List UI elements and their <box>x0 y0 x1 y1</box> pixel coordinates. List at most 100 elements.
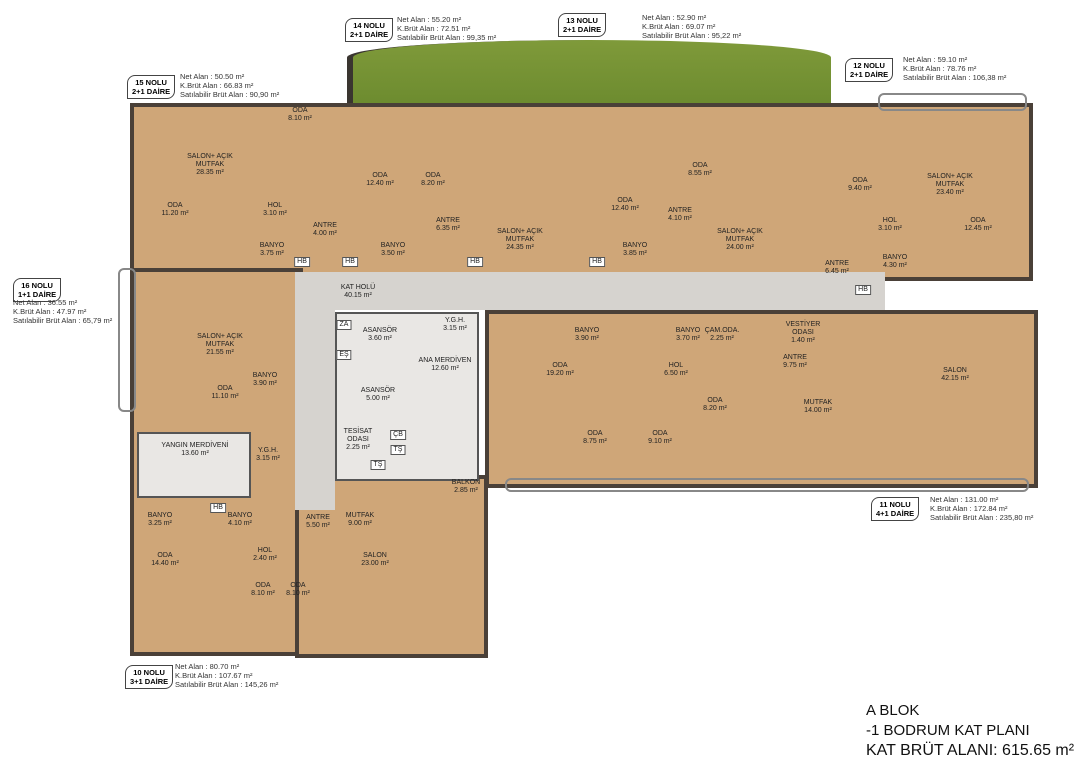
area-kbrut: K.Brüt Alan : 69.07 m² <box>642 22 716 31</box>
room-label: TESİSAT ODASI 2.25 m² <box>343 428 373 451</box>
room-label: KAT HOLÜ 40.15 m² <box>340 284 376 299</box>
room-label: BANYO 3.75 m² <box>259 242 285 257</box>
room-label: BANYO 3.50 m² <box>380 242 406 257</box>
room-label: HOL 6.50 m² <box>664 362 688 377</box>
east-wing <box>485 310 1038 488</box>
fixture-tag: EŞ <box>336 350 352 360</box>
room-label: ANTRE 5.50 m² <box>306 514 330 529</box>
area-sat: Satılabilir Brüt Alan : 106,38 m² <box>903 73 1007 82</box>
area-sat: Satılabilir Brüt Alan : 145,26 m² <box>175 680 279 689</box>
area-kbrut: K.Brüt Alan : 78.76 m² <box>903 64 977 73</box>
area-net: Net Alan : 59.10 m² <box>903 55 968 64</box>
room-label: HOL 3.10 m² <box>878 217 902 232</box>
room-label: ANA MERDİVEN 12.60 m² <box>418 357 472 372</box>
room-label: ODA 8.55 m² <box>688 162 712 177</box>
area-kbrut: K.Brüt Alan : 72.51 m² <box>397 24 471 33</box>
floor-gross-area: KAT BRÜT ALANI: 615.65 m² <box>866 742 1075 759</box>
room-label: ODA 12.45 m² <box>964 217 992 232</box>
area-kbrut: K.Brüt Alan : 107.67 m² <box>175 671 253 680</box>
room-label: ODA 8.10 m² <box>286 582 310 597</box>
area-net: Net Alan : 55.20 m² <box>397 15 462 24</box>
fixture-tag: ÇB <box>390 430 406 440</box>
corridor <box>295 272 885 310</box>
core-stair-elevator <box>335 312 479 481</box>
room-label: BANYO 3.90 m² <box>574 327 600 342</box>
fixture-tag: HB <box>589 257 605 267</box>
room-label: ÇAM.ODA. 2.25 m² <box>704 327 740 342</box>
area-net: Net Alan : 80.70 m² <box>175 662 240 671</box>
room-label: YANGIN MERDİVENİ 13.60 m² <box>161 442 229 457</box>
area-kbrut: K.Brüt Alan : 172.84 m² <box>930 504 1008 513</box>
balcony-ne <box>878 93 1027 111</box>
room-label: SALON+ AÇIK MUTFAK 24.00 m² <box>717 228 763 251</box>
room-label: ODA 8.20 m² <box>703 397 727 412</box>
unit-number: 12 NOLU <box>853 61 885 70</box>
balcony-east <box>505 478 1029 492</box>
room-label: BANYO 4.10 m² <box>227 512 253 527</box>
balcony-west <box>118 268 136 412</box>
fixture-tag: ZA <box>336 320 352 330</box>
area-kbrut: K.Brüt Alan : 66.83 m² <box>180 81 254 90</box>
fixture-tag: HB <box>855 285 871 295</box>
room-label: SALON 23.00 m² <box>361 552 389 567</box>
fixture-tag: HB <box>467 257 483 267</box>
room-label: ASANSÖR 3.60 m² <box>362 327 398 342</box>
room-label: SALON+ AÇIK MUTFAK 23.40 m² <box>927 173 973 196</box>
floor-name: -1 BODRUM KAT PLANI <box>866 722 1030 739</box>
room-label: ODA 9.10 m² <box>648 430 672 445</box>
room-label: MUTFAK 14.00 m² <box>803 399 833 414</box>
room-label: Y.G.H. 3.15 m² <box>256 447 280 462</box>
fixture-tag: TŞ <box>390 445 406 455</box>
room-label: ASANSÖR 5.00 m² <box>360 387 396 402</box>
room-label: ODA 8.75 m² <box>583 430 607 445</box>
room-label: HOL 3.10 m² <box>263 202 287 217</box>
fixture-tag: HB <box>294 257 310 267</box>
room-label: ODA 14.40 m² <box>151 552 179 567</box>
unit-type: 1+1 DAİRE <box>18 290 57 299</box>
unit-number: 10 NOLU <box>133 668 165 677</box>
room-label: ANTRE 6.45 m² <box>825 260 849 275</box>
area-net: Net Alan : 131.00 m² <box>930 495 999 504</box>
room-label: ODA 8.20 m² <box>421 172 445 187</box>
room-label: Y.G.H. 3.15 m² <box>443 317 467 332</box>
room-label: ODA 12.40 m² <box>611 197 639 212</box>
unit-type: 4+1 DAİRE <box>876 509 915 518</box>
area-sat: Satılabilir Brüt Alan : 95,22 m² <box>642 31 742 40</box>
fire-stair <box>137 432 251 498</box>
room-label: HOL 2.40 m² <box>253 547 277 562</box>
area-kbrut: K.Brüt Alan : 47.97 m² <box>13 307 87 316</box>
area-sat: Satılabilir Brüt Alan : 235,80 m² <box>930 513 1034 522</box>
area-sat: Satılabilir Brüt Alan : 65,79 m² <box>13 316 113 325</box>
unit-type: 2+1 DAİRE <box>132 87 171 96</box>
fixture-tag: HB <box>210 503 226 513</box>
area-net: Net Alan : 52.90 m² <box>642 13 707 22</box>
room-label: SALON+ AÇIK MUTFAK 21.55 m² <box>197 333 243 356</box>
unit-type: 2+1 DAİRE <box>563 25 602 34</box>
room-label: ANTRE 4.00 m² <box>313 222 337 237</box>
room-label: ODA 9.40 m² <box>848 177 872 192</box>
room-label: BALKON 2.85 m² <box>451 479 481 494</box>
room-label: ODA 12.40 m² <box>366 172 394 187</box>
area-net: Net Alan : 36.55 m² <box>13 298 78 307</box>
room-label: VESTİYER ODASI 1.40 m² <box>785 321 821 344</box>
room-label: ANTRE 4.10 m² <box>668 207 692 222</box>
unit-type: 2+1 DAİRE <box>850 70 889 79</box>
room-label: ANTRE 6.35 m² <box>436 217 460 232</box>
block-name: A BLOK <box>866 702 920 719</box>
room-label: ODA 8.10 m² <box>288 107 312 122</box>
room-label: ODA 11.20 m² <box>161 202 189 217</box>
unit-number: 11 NOLU <box>879 500 911 509</box>
room-label: SALON+ AÇIK MUTFAK 28.35 m² <box>187 153 233 176</box>
unit-number: 15 NOLU <box>135 78 167 87</box>
room-label: BANYO 4.30 m² <box>882 254 908 269</box>
